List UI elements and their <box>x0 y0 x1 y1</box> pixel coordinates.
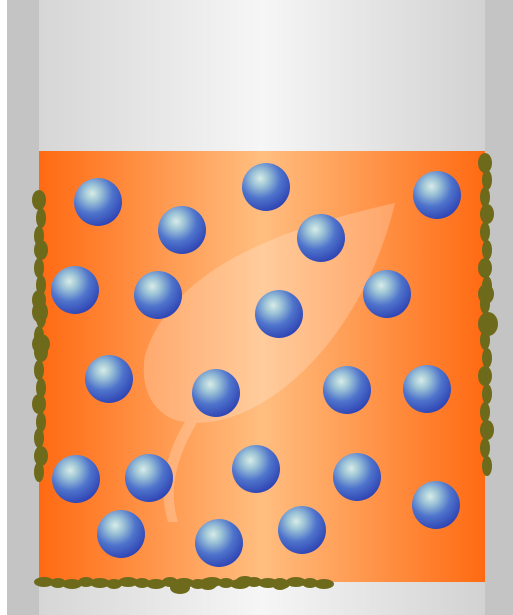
particle <box>413 171 461 219</box>
deposit-blob <box>478 284 494 304</box>
deposit-blob <box>199 578 217 590</box>
deposit-blob <box>482 348 492 368</box>
deposit-blob <box>480 204 494 224</box>
deposit-blob <box>32 394 46 414</box>
particle <box>51 266 99 314</box>
deposit-blob <box>236 576 254 586</box>
particle <box>363 270 411 318</box>
deposit-blob <box>480 420 494 440</box>
deposit-blob <box>34 240 48 260</box>
deposit-blob <box>478 153 492 173</box>
deposit-blob <box>34 428 44 448</box>
deposit-blob <box>478 258 492 278</box>
deposit-blob <box>482 456 492 476</box>
deposit-blob <box>482 384 492 404</box>
particle <box>74 178 122 226</box>
particle <box>97 510 145 558</box>
particle <box>195 519 243 567</box>
particle <box>192 369 240 417</box>
deposit-blob <box>34 258 44 278</box>
deposit-blob <box>314 579 334 589</box>
particle <box>333 453 381 501</box>
deposit-blob <box>480 222 490 242</box>
particle <box>242 163 290 211</box>
particle <box>158 206 206 254</box>
particle <box>278 506 326 554</box>
deposit-blob <box>480 402 490 422</box>
particle <box>403 365 451 413</box>
deposit-blob <box>482 170 492 190</box>
particle <box>134 271 182 319</box>
particle <box>125 454 173 502</box>
deposit-blob <box>32 334 50 354</box>
deposit-blob <box>478 366 492 386</box>
particle <box>255 290 303 338</box>
particle <box>232 445 280 493</box>
deposit-blob <box>480 438 490 458</box>
particle <box>323 366 371 414</box>
particle <box>412 481 460 529</box>
deposit-blob <box>32 301 48 323</box>
deposit-blob <box>36 208 46 228</box>
deposit-blob <box>478 312 498 336</box>
deposit-blob <box>34 360 44 380</box>
deposit-blob <box>480 187 490 207</box>
deposit-blob <box>272 578 288 590</box>
particle <box>85 355 133 403</box>
deposit-blob <box>32 190 46 210</box>
deposit-blob <box>170 582 190 594</box>
particle <box>52 455 100 503</box>
deposit-blob <box>34 462 44 482</box>
deposit-blob <box>482 240 492 260</box>
particle <box>297 214 345 262</box>
